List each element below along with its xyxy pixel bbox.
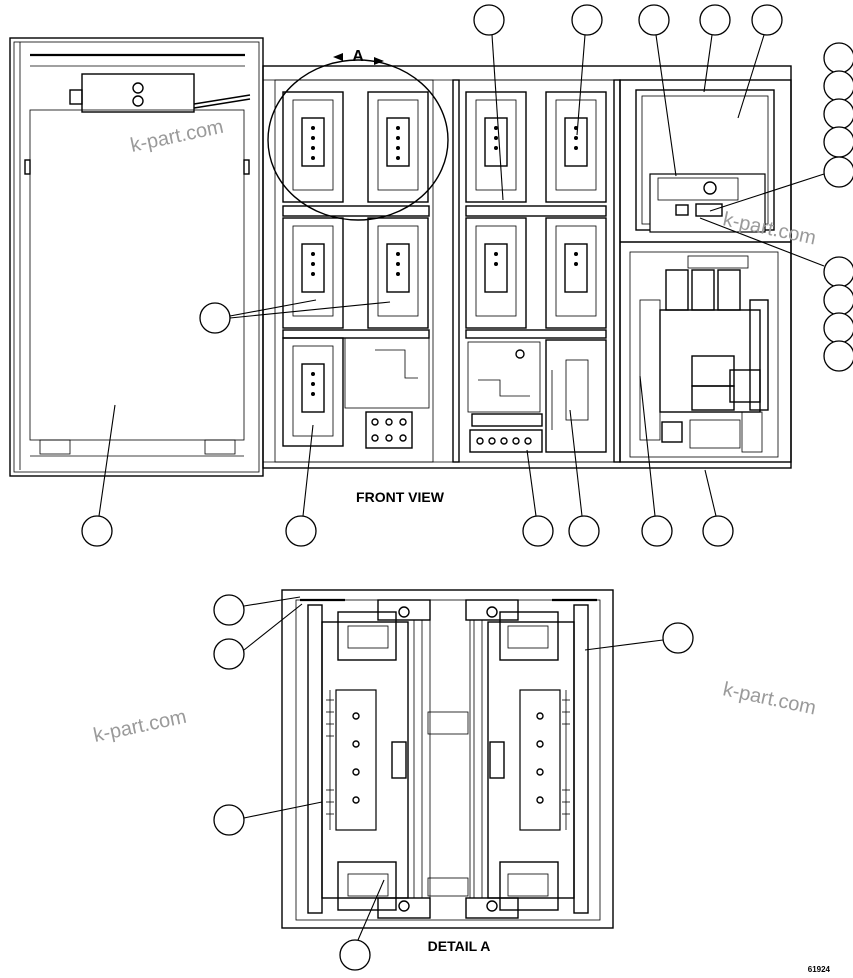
callout-balloon xyxy=(823,156,853,188)
callout-balloon xyxy=(823,42,853,74)
inverter-bay-left xyxy=(274,79,434,463)
detail-a-callouts xyxy=(213,594,694,971)
inverter-bay-middle xyxy=(458,79,615,463)
detail-a-view xyxy=(281,589,614,929)
control-panel-display xyxy=(649,173,766,233)
callout-balloon xyxy=(823,312,853,344)
callout-balloon xyxy=(823,256,853,288)
detail-a-marker-letter: A xyxy=(352,48,364,65)
callout-balloon xyxy=(641,515,673,547)
callout-balloon xyxy=(751,4,783,36)
callout-balloon xyxy=(522,515,554,547)
detail-a-marker: A xyxy=(267,48,449,221)
detail-left-module xyxy=(307,599,431,919)
front-view: A xyxy=(9,37,792,477)
callout-balloon xyxy=(823,98,853,130)
callout-balloon xyxy=(571,4,603,36)
callout-balloon xyxy=(213,638,245,670)
callout-balloon xyxy=(568,515,600,547)
callout-balloon xyxy=(638,4,670,36)
detail-center-busbar xyxy=(427,620,471,898)
watermark: k-part.com xyxy=(721,208,818,249)
callout-balloon xyxy=(662,622,694,654)
callout-balloon xyxy=(339,939,371,971)
callout-balloon xyxy=(473,4,505,36)
callout-balloon xyxy=(823,70,853,102)
callout-balloon xyxy=(823,284,853,316)
front-view-title: FRONT VIEW xyxy=(356,489,445,505)
figure-number: 61924 xyxy=(808,965,831,974)
callout-balloon xyxy=(213,594,245,626)
callout-balloon xyxy=(81,515,113,547)
callout-balloon xyxy=(702,515,734,547)
control-bay xyxy=(620,89,791,458)
detail-a-title: DETAIL A xyxy=(428,938,491,954)
callout-balloon xyxy=(199,302,231,334)
cabinet-body xyxy=(262,65,792,469)
watermark: k-part.com xyxy=(128,116,225,157)
front-view-callouts xyxy=(81,4,853,547)
callout-balloon xyxy=(823,340,853,372)
detail-right-module xyxy=(465,599,589,919)
callout-balloon xyxy=(213,804,245,836)
callout-balloon xyxy=(699,4,731,36)
callout-balloon xyxy=(823,126,853,158)
watermark: k-part.com xyxy=(91,706,188,747)
cabinet-door xyxy=(9,37,264,477)
watermark: k-part.com xyxy=(721,678,818,719)
callout-balloon xyxy=(285,515,317,547)
